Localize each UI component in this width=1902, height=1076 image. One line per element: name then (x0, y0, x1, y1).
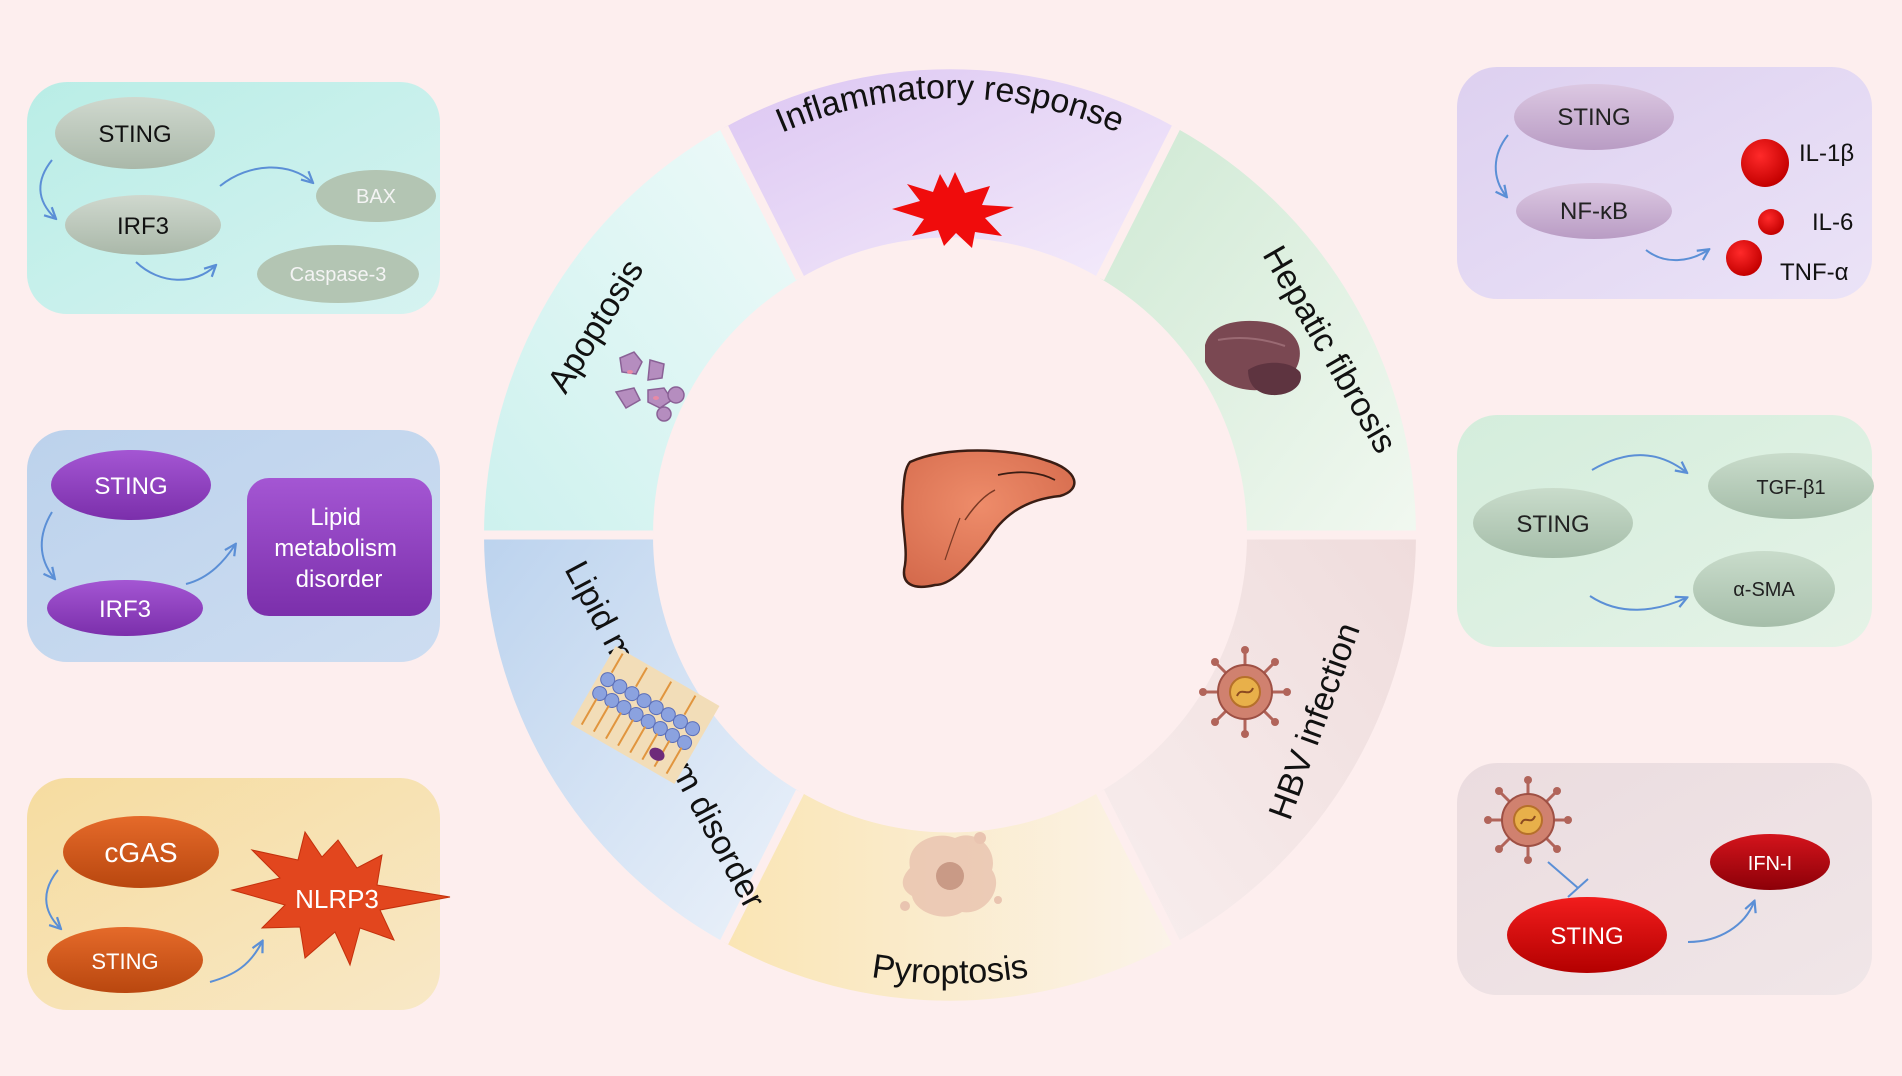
node-sting (1514, 84, 1674, 150)
cytokine-dot (1758, 209, 1784, 235)
cytokine-tnf-a-label: TNF-α (1780, 259, 1849, 286)
node-irf3 (65, 195, 221, 255)
node-sting (1473, 488, 1633, 558)
apoptotic-bodies-icon (614, 351, 685, 422)
pyroptotic-cell-icon (900, 832, 1002, 917)
segment-dividers (484, 125, 1416, 945)
node-sting (51, 450, 211, 520)
panel-pyroptosis-pathway: cGAS STING NLRP3 (27, 778, 451, 1010)
node-bax (316, 170, 436, 222)
panel-lipid-pathway: STING IRF3 Lipid metabolism disorder (27, 430, 440, 662)
node-bax-label: BAX (356, 186, 396, 208)
node-sting-label: STING (1550, 923, 1623, 950)
node-sting-label: STING (91, 949, 158, 974)
node-tgf-b1-label: TGF-β1 (1756, 477, 1825, 499)
node-lipid-metabolism-disorder-label: Lipid metabolism disorder (274, 504, 403, 593)
node-irf3-label: IRF3 (99, 596, 151, 623)
node-ifn-i (1710, 834, 1830, 890)
node-cgas (63, 816, 219, 888)
node-nf-kb (1516, 183, 1672, 239)
pathway-arrows (1589, 454, 1686, 611)
panel-apoptosis-pathway: STING IRF3 BAX Caspase-3 (27, 82, 440, 314)
node-sting (47, 927, 203, 993)
cytokine-il-6-label: IL-6 (1812, 209, 1853, 236)
node-caspase-3 (257, 245, 419, 303)
cytokine-dot (1741, 139, 1789, 187)
node-sting (55, 97, 215, 169)
pathway-arrows (40, 511, 235, 585)
node-cgas-label: cGAS (104, 837, 177, 868)
node-sting (1507, 897, 1667, 973)
inhibition-arrow (1547, 861, 1589, 898)
segment-hbv-infection (1100, 535, 1416, 943)
segment-inflammatory-response (724, 69, 1176, 279)
pathway-arrow (1687, 902, 1754, 943)
node-lipid-metabolism-disorder (247, 478, 432, 616)
hbv-virus-icon (1199, 646, 1291, 738)
cytokine-il-1b-label: IL-1β (1799, 140, 1854, 167)
panel-fibrosis-pathway: STING TGF-β1 α-SMA (1457, 415, 1874, 647)
panel-inflammatory-pathway: STING NF-κB IL-1β IL-6 TNF-α (1457, 67, 1872, 299)
segment-apoptosis (484, 127, 800, 535)
node-nlrp3-burst (230, 830, 451, 967)
liver-illustration (901, 449, 1076, 589)
node-ifn-i-label: IFN-I (1748, 853, 1792, 875)
node-sting-label: STING (94, 473, 167, 500)
node-sting-label: STING (98, 121, 171, 148)
central-ring: Inflammatory response Pyroptosis Hepatic… (484, 68, 1416, 1001)
hbv-virus-icon (1484, 776, 1572, 864)
node-irf3-label: IRF3 (117, 213, 169, 240)
node-a-sma-label: α-SMA (1733, 579, 1795, 601)
node-tgf-b1 (1708, 453, 1874, 519)
node-caspase-3-label: Caspase-3 (290, 264, 387, 286)
node-sting-label: STING (1516, 511, 1589, 538)
pathway-arrows (1494, 134, 1708, 262)
inflammation-burst-icon (892, 172, 1014, 248)
cytokine-dot (1726, 240, 1762, 276)
pathway-arrows (39, 159, 312, 281)
label-pyroptosis: Pyroptosis (870, 947, 1031, 991)
node-sting-label: STING (1557, 104, 1630, 131)
panel-hbv-pathway: STING IFN-I (1457, 763, 1872, 995)
node-a-sma (1693, 551, 1835, 627)
lipid-bilayer-icon (570, 646, 720, 784)
node-irf3 (47, 580, 203, 636)
node-nlrp3-label: NLRP3 (295, 884, 379, 914)
pathway-arrows (45, 869, 262, 983)
fibrotic-liver-icon (1205, 320, 1301, 396)
node-nf-kb-label: NF-κB (1560, 198, 1628, 225)
